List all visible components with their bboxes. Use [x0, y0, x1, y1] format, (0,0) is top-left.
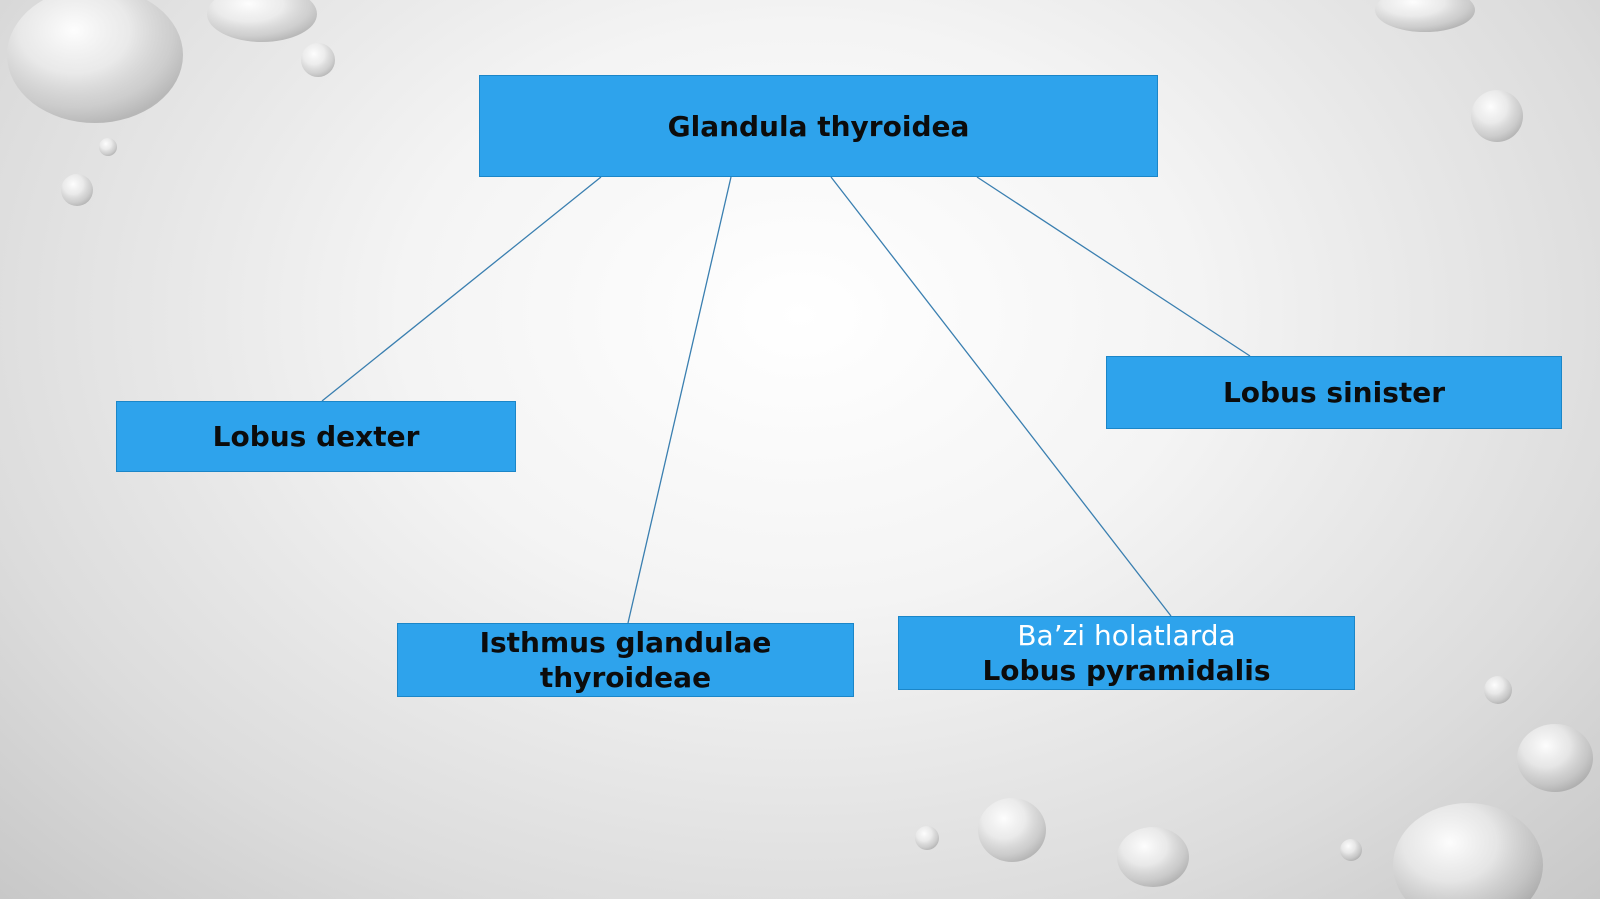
node-glandula-thyroidea-label: Glandula thyroidea [667, 109, 970, 143]
node-glandula-thyroidea: Glandula thyroidea [479, 75, 1158, 177]
node-isthmus-glandulae-thyroideae: Isthmus glandulae thyroideae [397, 623, 854, 697]
connector-root-sinister [976, 176, 1251, 357]
droplet-cluster-top-right [1375, 0, 1523, 142]
node-lobus-sinister: Lobus sinister [1106, 356, 1562, 429]
node-isthmus-label-line2: thyroideae [539, 661, 712, 694]
node-lobus-sinister-label: Lobus sinister [1222, 376, 1446, 409]
droplet-cluster-bottom-right [915, 676, 1593, 899]
node-lobus-pyramidalis: Ba’zi holatlarda Lobus pyramidalis [898, 616, 1355, 690]
connector-root-pyramidalis [830, 176, 1172, 617]
connector-root-isthmus [627, 176, 732, 624]
connector-root-dexter [321, 176, 602, 402]
droplet-cluster-top-left [7, 0, 335, 206]
node-lobus-pyramidalis-note: Ba’zi holatlarda [1017, 619, 1236, 652]
node-lobus-dexter-label: Lobus dexter [212, 420, 420, 453]
node-isthmus-label-line1: Isthmus glandulae [479, 626, 772, 659]
node-lobus-pyramidalis-label: Lobus pyramidalis [982, 654, 1271, 687]
node-lobus-dexter: Lobus dexter [116, 401, 516, 472]
